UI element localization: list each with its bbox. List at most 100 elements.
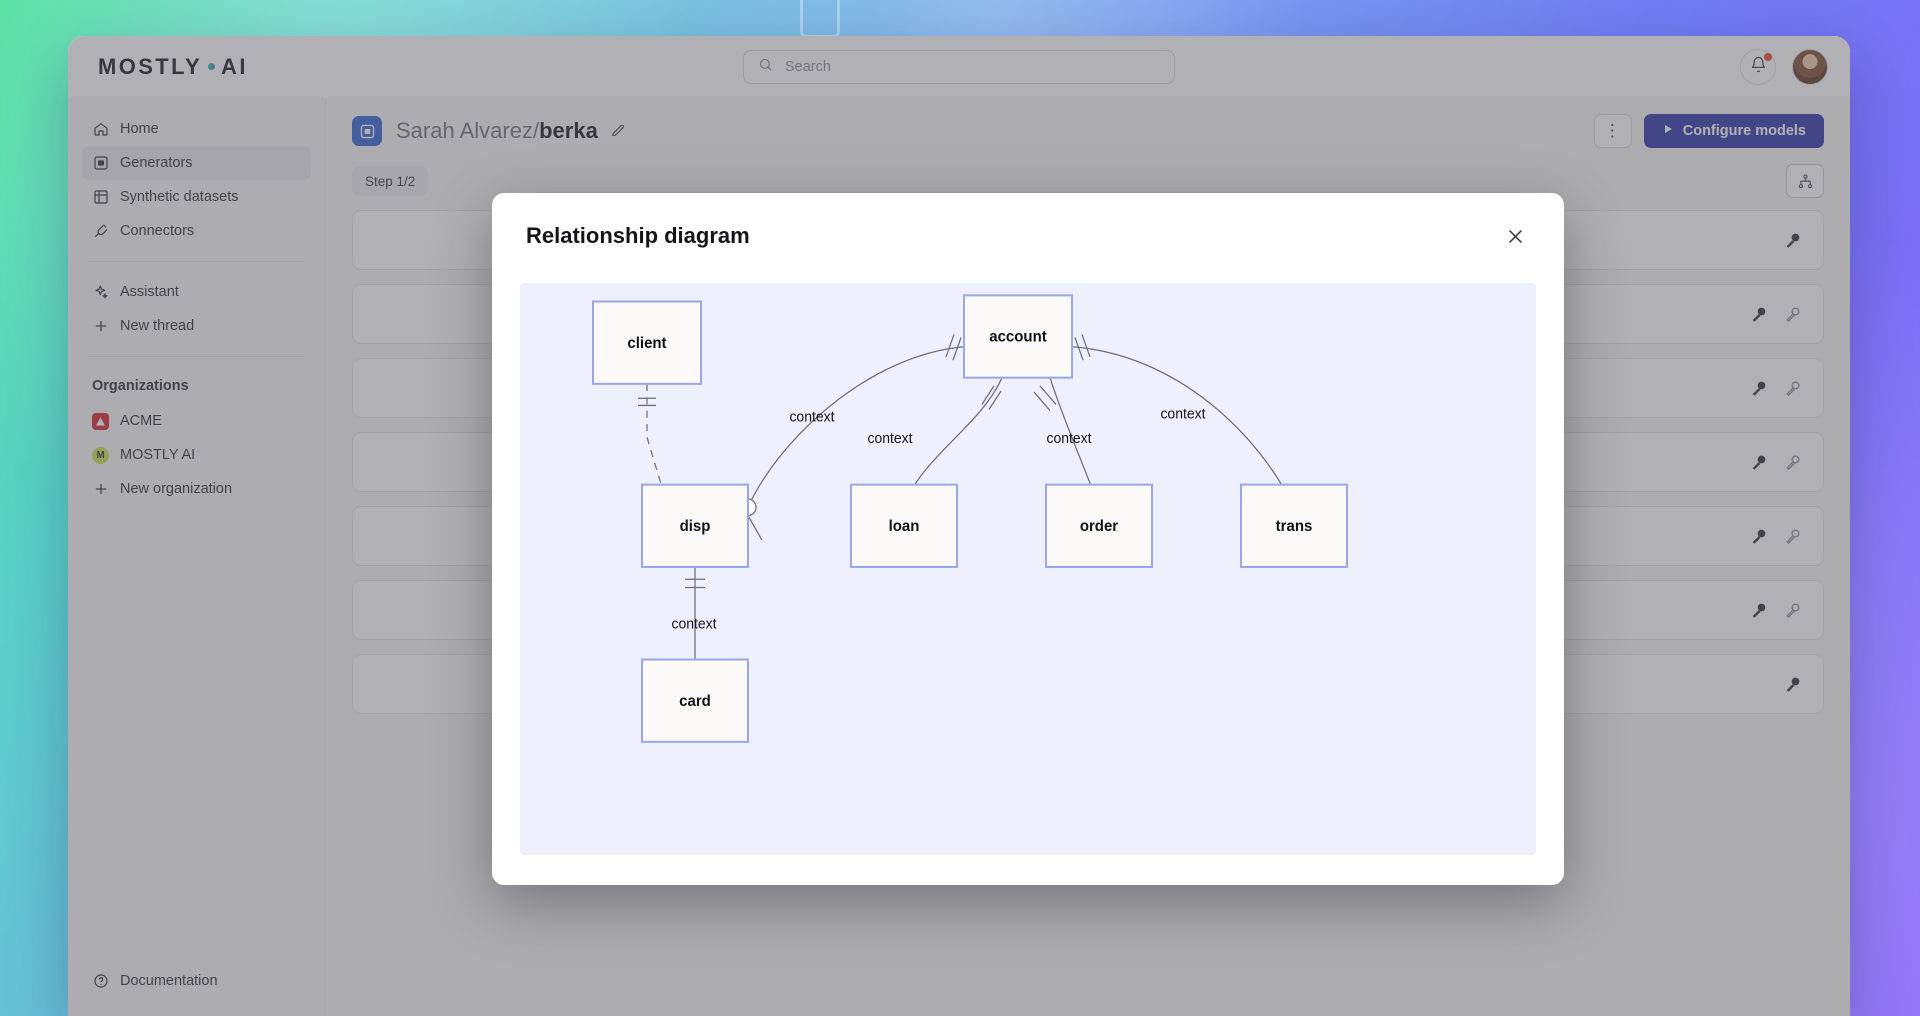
row-keys — [1783, 674, 1803, 694]
sidebar-item-label: Assistant — [120, 284, 179, 300]
er-node-loan[interactable]: loan — [850, 483, 958, 568]
row-keys — [1783, 230, 1803, 250]
sparkle-icon — [92, 284, 109, 301]
home-icon — [92, 121, 109, 138]
sidebar-item-generators[interactable]: Generators — [82, 146, 311, 180]
plus-icon — [92, 318, 109, 335]
primary-key-icon — [1749, 600, 1769, 620]
sidebar: Home Generators Synthe — [68, 98, 326, 1016]
primary-key-icon — [1749, 526, 1769, 546]
sidebar-item-home[interactable]: Home — [82, 112, 311, 146]
mostly-ai-logo-icon: M — [92, 446, 109, 464]
row-keys — [1749, 452, 1803, 472]
plus-icon — [92, 481, 109, 498]
bell-icon — [1750, 56, 1767, 78]
plug-icon — [92, 223, 109, 240]
sidebar-item-synthetic-datasets[interactable]: Synthetic datasets — [82, 180, 311, 214]
org-label: ACME — [120, 413, 162, 429]
sidebar-item-org-acme[interactable]: ACME — [82, 404, 311, 438]
er-node-trans[interactable]: trans — [1240, 483, 1348, 568]
generator-icon — [92, 155, 109, 172]
help-icon — [92, 973, 109, 990]
avatar[interactable] — [1792, 49, 1828, 85]
row-keys — [1749, 526, 1803, 546]
er-node-card[interactable]: card — [641, 658, 749, 743]
edge-label: context — [1160, 406, 1205, 422]
sidebar-item-label: Synthetic datasets — [120, 189, 239, 205]
foreign-key-icon — [1783, 526, 1803, 546]
modal-header: Relationship diagram — [492, 193, 1564, 269]
page-header-actions: ⋮ Configure models — [1593, 114, 1824, 148]
brand-name: MOSTLY — [98, 54, 203, 79]
search-placeholder: Search — [785, 59, 831, 75]
edge-account-disp — [747, 346, 965, 508]
primary-key-icon — [1783, 674, 1803, 694]
toolbar-right — [1786, 164, 1824, 198]
er-node-label: client — [627, 335, 666, 352]
sidebar-divider — [88, 261, 305, 262]
sidebar-item-org-mostly-ai[interactable]: M MOSTLY AI — [82, 438, 311, 472]
sidebar-item-new-organization[interactable]: New organization — [82, 472, 311, 506]
sidebar-item-label: Documentation — [120, 973, 218, 989]
page-title: berka — [539, 118, 598, 143]
er-node-label: disp — [680, 518, 711, 535]
edge-label: context — [789, 409, 834, 425]
er-node-label: order — [1080, 518, 1118, 535]
organizations-heading: Organizations — [92, 378, 189, 394]
er-node-order[interactable]: order — [1045, 483, 1153, 568]
primary-key-icon — [1749, 304, 1769, 324]
cardinality-one-and-only-one — [945, 334, 962, 361]
foreign-key-icon — [1783, 452, 1803, 472]
relationship-diagram-button[interactable] — [1786, 164, 1824, 198]
er-node-label: trans — [1276, 518, 1313, 535]
brand-logo[interactable]: MOSTLY AI — [90, 54, 248, 80]
er-edge-labels: context context context context context — [671, 406, 1205, 632]
er-diagram-svg: client account disp loan — [592, 294, 1348, 743]
sidebar-item-label: Generators — [120, 155, 193, 171]
org-badge-letter: M — [96, 449, 105, 461]
edge-client-disp — [646, 383, 669, 508]
top-bar: MOSTLY AI Search — [68, 36, 1850, 98]
close-icon[interactable] — [1500, 221, 1530, 251]
toolbar: Step 1/2 — [326, 158, 1850, 210]
er-node-label: loan — [889, 518, 920, 535]
edit-icon[interactable] — [610, 122, 626, 138]
er-diagram-canvas[interactable]: client account disp loan — [520, 283, 1536, 855]
er-node-client[interactable]: client — [592, 300, 702, 385]
sidebar-item-label: Connectors — [120, 223, 195, 239]
sidebar-item-assistant[interactable]: Assistant — [82, 275, 311, 309]
breadcrumb-owner[interactable]: Sarah Alvarez — [396, 118, 533, 143]
more-options-button[interactable]: ⋮ — [1593, 114, 1632, 148]
er-node-disp[interactable]: disp — [641, 483, 749, 568]
app-window: MOSTLY AI Search — [68, 36, 1850, 1016]
er-node-account[interactable]: account — [963, 294, 1073, 379]
primary-key-icon — [1749, 378, 1769, 398]
notifications-button[interactable] — [1740, 49, 1776, 85]
breadcrumb-separator: / — [532, 118, 540, 143]
sidebar-item-new-thread[interactable]: New thread — [82, 309, 311, 343]
step-indicator[interactable]: Step 1/2 — [352, 166, 429, 196]
sidebar-divider — [88, 356, 305, 357]
edge-label: context — [867, 431, 912, 447]
er-node-label: card — [679, 693, 711, 710]
foreign-key-icon — [1783, 600, 1803, 620]
foreign-key-icon — [1783, 378, 1803, 398]
edge-label: context — [1046, 431, 1091, 447]
search-input[interactable]: Search — [743, 50, 1175, 84]
relationship-diagram-modal: Relationship diagram — [492, 193, 1564, 885]
edge-label: context — [671, 616, 716, 632]
configure-models-label: Configure models — [1682, 123, 1806, 139]
sidebar-item-label: New organization — [120, 481, 233, 497]
table-icon — [92, 189, 109, 206]
topbar-actions — [1740, 49, 1828, 85]
sidebar-item-connectors[interactable]: Connectors — [82, 214, 311, 248]
modal-title: Relationship diagram — [526, 223, 750, 248]
row-keys — [1749, 304, 1803, 324]
brand-suffix: AI — [221, 54, 248, 79]
cardinality-one-and-only-one — [1033, 385, 1057, 411]
brand-dot-icon — [208, 62, 216, 70]
play-icon — [1662, 123, 1674, 139]
notification-badge — [1764, 53, 1772, 61]
sidebar-item-documentation[interactable]: Documentation — [82, 964, 311, 998]
configure-models-button[interactable]: Configure models — [1643, 114, 1824, 148]
